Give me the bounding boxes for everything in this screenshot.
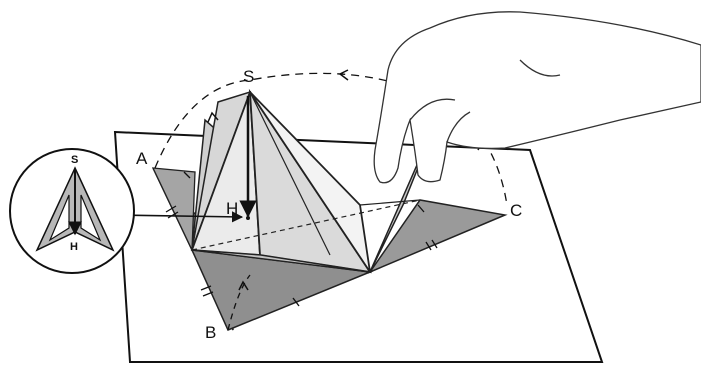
pyramid-face-base-shade [191,249,371,273]
label-vertex-c: C [510,201,522,220]
arc-arrow-top [338,69,349,81]
inset-label-s: S [71,154,78,166]
label-vertex-b: B [205,323,216,342]
label-apex-s: S [243,67,254,86]
rotation-arc-top [154,72,508,206]
label-vertex-a: A [136,149,148,168]
label-foot-h: H [226,199,238,218]
fold-line-2 [191,199,421,251]
inset-cutout-left [48,194,70,242]
base-triangle-right [367,199,508,274]
fold-line-3 [359,199,421,206]
inset-cutout-right [80,194,102,242]
base-left-flat [151,167,196,251]
fold-line-1 [249,91,331,256]
rotation-arc-bottom [227,274,251,331]
inset-label-h: H [70,241,78,253]
inset-detail: S H [9,148,135,274]
hand-illustration [373,11,701,184]
arc-arrow-left [207,111,219,123]
edge-ticks [165,171,438,307]
pyramid-face-right [249,91,371,273]
foot-point [246,216,250,220]
inset-connector-arrow [117,211,244,223]
arc-arrow-bottom [238,280,249,291]
